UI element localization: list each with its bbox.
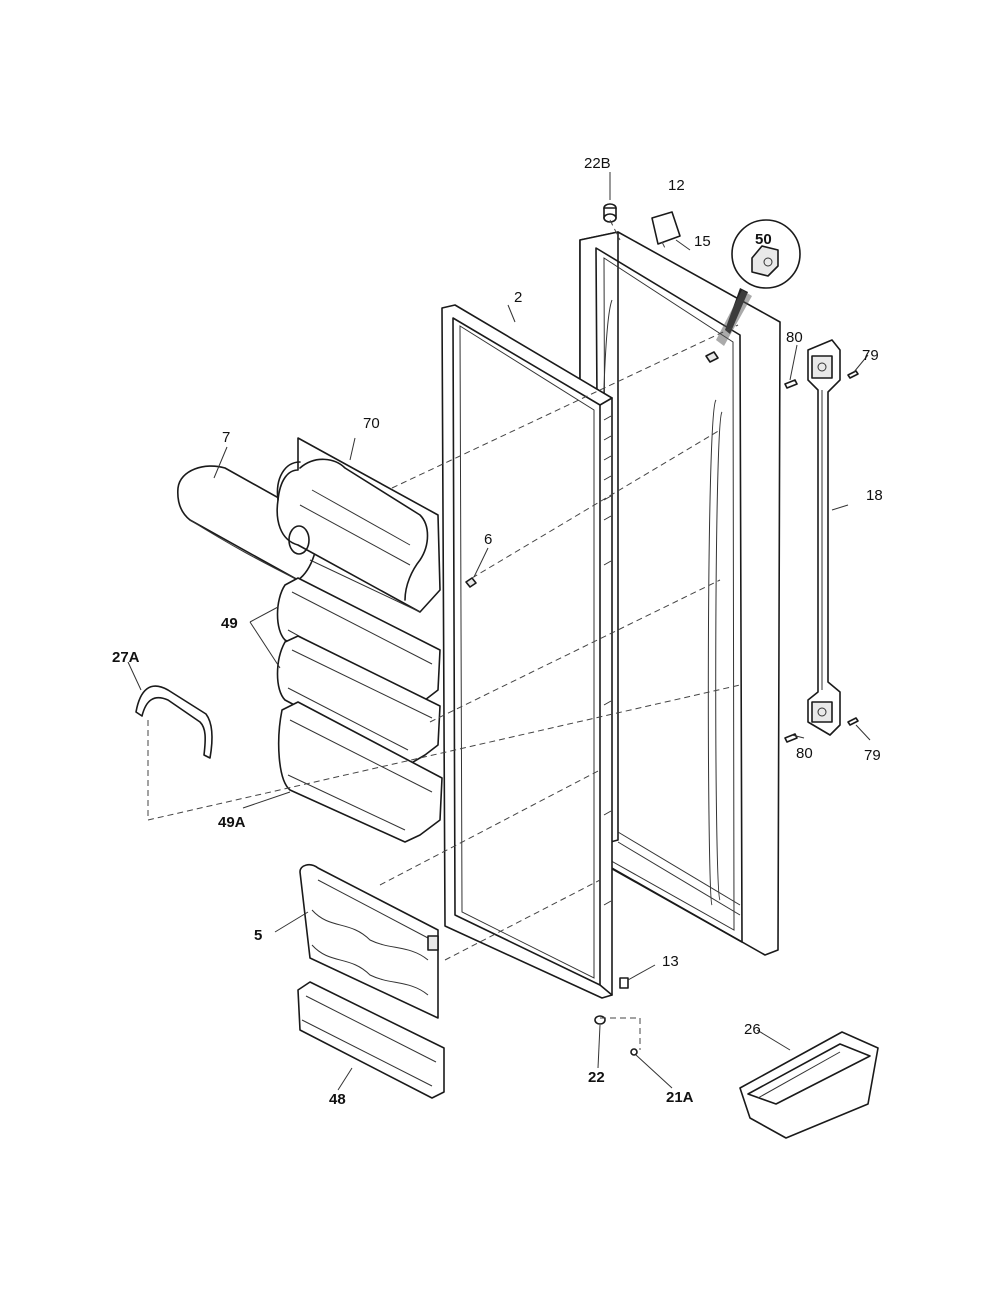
part-79-screw-bottom (847, 717, 859, 726)
leader-lines (127, 172, 871, 1091)
part-22-bushing (594, 1015, 606, 1025)
part-5-can-rack (299, 863, 439, 1019)
label-50: 50 (755, 231, 772, 248)
label-79-top: 79 (862, 347, 879, 364)
label-15: 15 (694, 233, 711, 250)
label-21A: 21A (666, 1089, 694, 1106)
label-2: 2 (514, 289, 522, 306)
label-22B: 22B (584, 155, 611, 172)
label-48: 48 (329, 1091, 346, 1108)
part-13-hinge-pin (619, 977, 629, 989)
label-5: 5 (254, 927, 262, 944)
label-6: 6 (484, 531, 492, 548)
part-26-crisper-bin (739, 1031, 879, 1139)
label-22: 22 (588, 1069, 605, 1086)
label-13: 13 (662, 953, 679, 970)
label-79-bottom: 79 (864, 747, 881, 764)
part-49A-door-bin-large (277, 701, 443, 843)
label-18: 18 (866, 487, 883, 504)
label-49A: 49A (218, 814, 246, 831)
part-80-screw-bottom (784, 733, 798, 743)
label-49: 49 (221, 615, 238, 632)
part-6-clip (465, 577, 477, 588)
part-22B-pin (603, 203, 617, 223)
part-49-door-bin-lower (276, 635, 441, 766)
part-2-door-panel (441, 304, 613, 999)
part-18-door-handle (807, 339, 841, 736)
part-50-detail-callout (705, 219, 801, 363)
part-12-cap (651, 211, 681, 245)
label-7: 7 (222, 429, 230, 446)
label-12: 12 (668, 177, 685, 194)
part-79-screw-top (847, 370, 859, 379)
label-26: 26 (744, 1021, 761, 1038)
label-80-bottom: 80 (796, 745, 813, 762)
part-80-screw-top (784, 379, 798, 389)
part-21A-screw (630, 1048, 638, 1056)
label-27A: 27A (112, 649, 140, 666)
label-70: 70 (363, 415, 380, 432)
part-27A-bracket (135, 685, 213, 759)
part-48-door-bin-bottom (297, 981, 445, 1099)
label-80-top: 80 (786, 329, 803, 346)
part-70-dairy-compartment (276, 437, 441, 613)
assembly-guide-lines (147, 219, 741, 1050)
